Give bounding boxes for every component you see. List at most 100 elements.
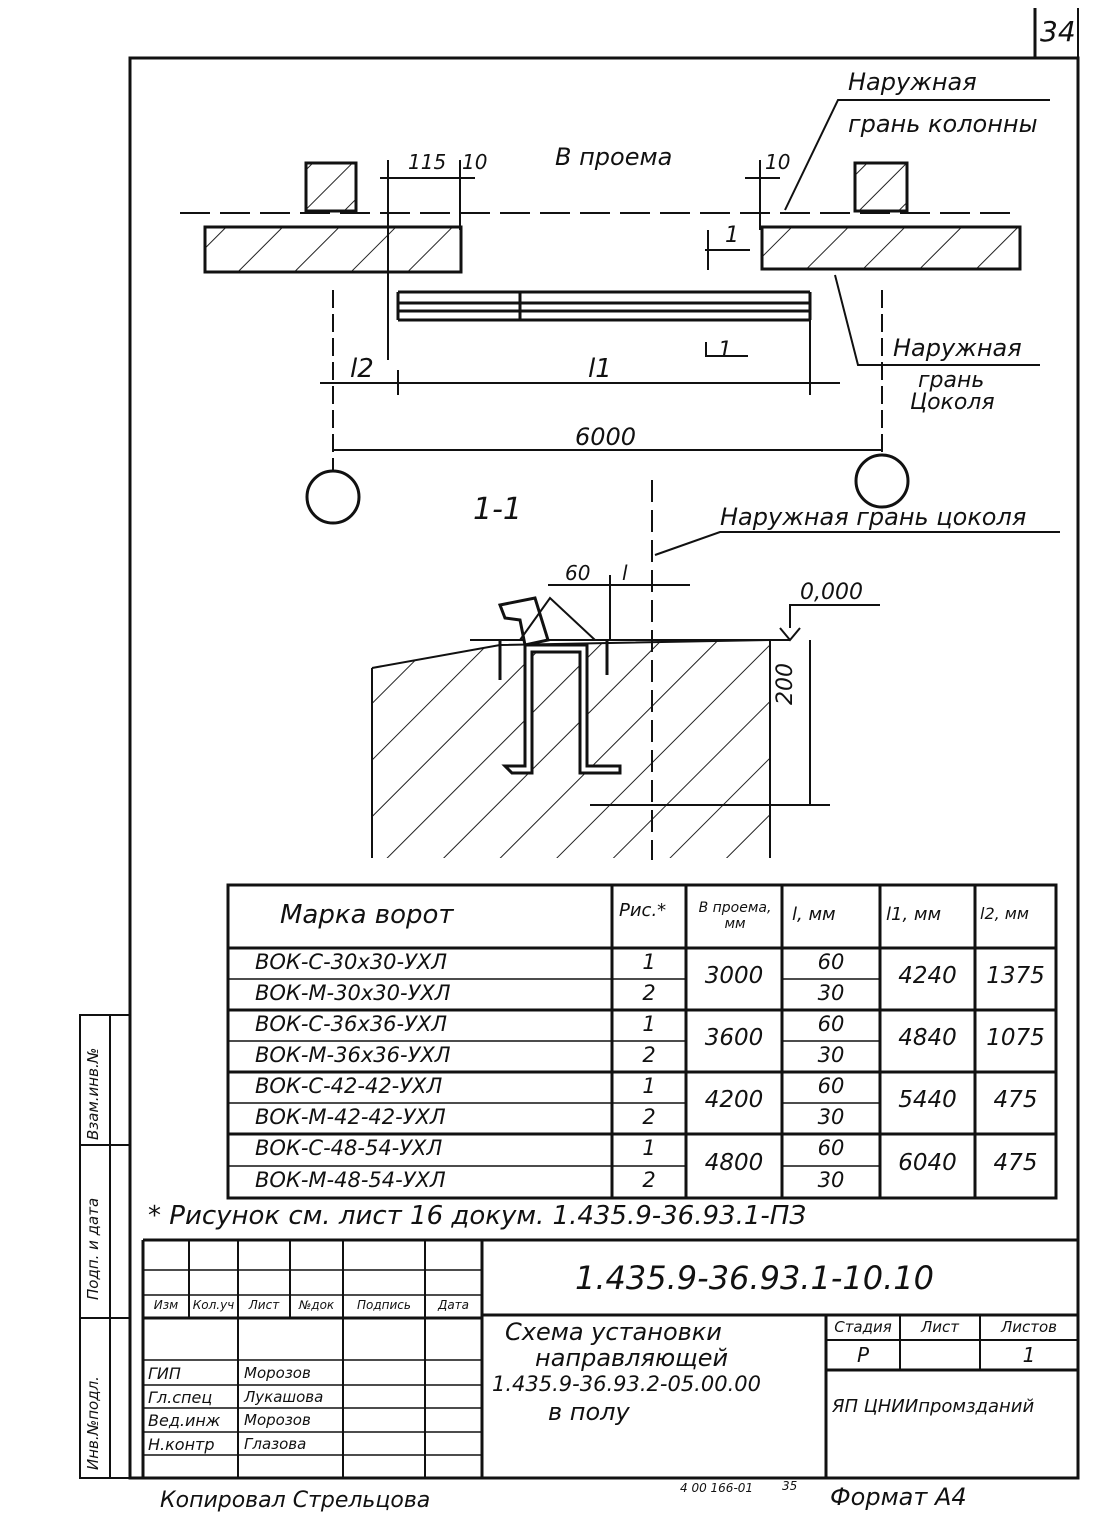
table-row-mark: ВОК-М-36х36-УХЛ [255, 1043, 451, 1067]
slab-left [203, 225, 463, 274]
sheet-number: 34 [1040, 15, 1076, 48]
label-l1: l1 [588, 354, 612, 384]
side-stamp-signature-date: Подп. и дата [84, 1197, 102, 1300]
table-grid [226, 883, 1058, 1200]
table-row-l: 30 [817, 1168, 845, 1192]
table-row-fig: 1 [642, 950, 656, 974]
dim-6000: 6000 [575, 423, 637, 451]
table-footnote: * Рисунок см. лист 16 докум. 1.435.9-36.… [148, 1201, 806, 1231]
table-row-fig: 2 [642, 1168, 656, 1192]
section-mark-lower: 1 [718, 338, 732, 363]
dim-l: l [622, 561, 628, 585]
name-chief-spec: Лукашова [244, 1388, 324, 1406]
guide-channel [501, 643, 622, 775]
sheets-header: Листов [1000, 1318, 1058, 1336]
name-norm-control: Глазова [244, 1435, 307, 1453]
role-gip: ГИП [148, 1364, 181, 1383]
sheets-value: 1 [1022, 1343, 1036, 1367]
table-row-l1: 4840 [898, 1025, 957, 1051]
name-gip: Морозов [244, 1364, 311, 1382]
dim-10-right: 10 [765, 150, 791, 174]
th-l1: l1, мм [886, 904, 942, 925]
table-row-mark: ВОК-С-48-54-УХЛ [255, 1136, 443, 1160]
copied-by: Копировал Стрельцова [160, 1488, 431, 1513]
inventory-number: 4 00 166-01 [680, 1481, 754, 1495]
table-row-l1: 4240 [898, 963, 957, 989]
sheet-header: Лист [920, 1318, 959, 1336]
dim-115: 115 [408, 150, 447, 174]
table-row-mark: ВОК-С-30х30-УХЛ [255, 950, 448, 974]
table-row-l: 60 [817, 1012, 845, 1036]
label-l2: l2 [350, 354, 374, 384]
col-header-qty: Кол.уч [192, 1298, 235, 1312]
table-row-opening: 4200 [704, 1087, 764, 1113]
table-row-fig: 1 [642, 1074, 656, 1098]
table-row-l: 60 [817, 1136, 845, 1160]
table-row-opening: 3000 [704, 963, 764, 989]
stage-value: Р [856, 1343, 870, 1367]
paper-format: Формат А4 [830, 1483, 967, 1511]
role-lead-eng: Вед.инж [148, 1411, 221, 1430]
table-row-mark: ВОК-М-42-42-УХЛ [255, 1105, 446, 1129]
th-l: l, мм [792, 904, 836, 925]
dim-60: 60 [565, 561, 591, 585]
th-fig: Рис.* [619, 900, 667, 921]
role-norm-control: Н.контр [148, 1435, 215, 1454]
role-chief-spec: Гл.спец [148, 1388, 213, 1407]
table-row-fig: 2 [642, 1043, 656, 1067]
table-row-l: 30 [817, 981, 845, 1005]
dim-200: 200 [773, 663, 798, 705]
table-row-mark: ВОК-М-30х30-УХЛ [255, 981, 451, 1005]
col-header-signature: Подпись [357, 1298, 411, 1312]
col-header-date: Дата [437, 1298, 470, 1312]
label-outer-column-face-2: грань колонны [848, 110, 1038, 138]
label-outer-plinth-face-3: Цоколя [910, 390, 995, 415]
table-row-l1: 6040 [898, 1150, 957, 1176]
side-stamp-inventory: Инв.№подл. [84, 1376, 102, 1470]
th-mark: Марка ворот [280, 900, 454, 930]
table-row-fig: 1 [642, 1012, 656, 1036]
th-opening: В проема, мм [698, 900, 772, 932]
title-block-grid [141, 1238, 1078, 1478]
label-opening: В проема [555, 143, 673, 171]
table-row-opening: 3600 [704, 1025, 764, 1051]
label-outer-column-face-1: Наружная [848, 68, 977, 96]
organization: ЯП ЦНИИпромзданий [832, 1396, 1035, 1417]
table-row-l2: 1375 [986, 963, 1045, 989]
stage-header: Стадия [834, 1318, 892, 1336]
section-view [371, 480, 1060, 860]
table-row-l: 60 [817, 950, 845, 974]
table-row-l1: 5440 [898, 1087, 957, 1113]
table-row-opening: 4800 [704, 1150, 764, 1176]
table-row-l: 30 [817, 1043, 845, 1067]
table-row-fig: 2 [642, 1105, 656, 1129]
label-outer-plinth-face-1: Наружная [893, 334, 1022, 362]
section-mark: 1 [725, 223, 739, 248]
table-row-l2: 475 [993, 1150, 1038, 1176]
label-outer-plinth-face-2: грань [918, 368, 985, 393]
name-lead-eng: Морозов [244, 1411, 311, 1429]
th-l2: l2, мм [980, 904, 1029, 923]
page-number: 35 [782, 1479, 798, 1493]
table-row-mark: ВОК-С-42-42-УХЛ [255, 1074, 443, 1098]
table-row-fig: 1 [642, 1136, 656, 1160]
table-row-l2: 475 [993, 1087, 1038, 1113]
plan-view [180, 99, 1050, 525]
sheet-frame [79, 8, 1080, 1480]
guide-rail [396, 290, 812, 322]
table-row-mark: ВОК-М-48-54-УХЛ [255, 1168, 446, 1192]
title-line-2: направляющей [535, 1344, 729, 1372]
side-stamp-replacement: Взам.инв.№ [84, 1047, 102, 1140]
table-row-l: 30 [817, 1105, 845, 1129]
section-title: 1-1 [473, 492, 522, 527]
column-right [853, 161, 909, 213]
label-outer-plinth-face-section: Наружная грань цоколя [720, 503, 1027, 531]
title-line-3: 1.435.9-36.93.2-05.00.00 [492, 1372, 761, 1396]
col-header-sheet: Лист [248, 1298, 280, 1312]
table-row-l2: 1075 [986, 1025, 1045, 1051]
level-mark: 0,000 [800, 580, 863, 605]
table-row-fig: 2 [642, 981, 656, 1005]
table-row-mark: ВОК-С-36х36-УХЛ [255, 1012, 448, 1036]
title-line-4: в полу [548, 1398, 630, 1426]
